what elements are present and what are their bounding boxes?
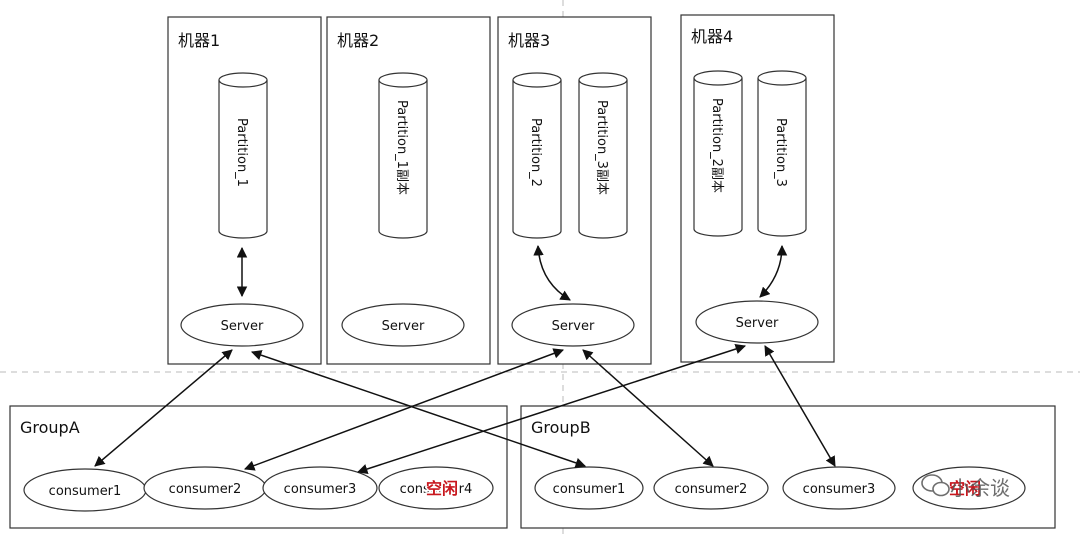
consumer-label: consumer3 [284,482,357,497]
machine-2: 机器2 Partition_1副本 Server [326,16,491,365]
partition-cylinder: Partition_3副本 [578,72,628,239]
partition-label: Partition_2副本 [709,98,724,193]
consumer-node-idle[interactable]: consumer4 空闲 [378,466,494,510]
watermark: 小余谈 [921,474,1010,500]
partition-label: Partition_1 [234,118,249,187]
consumer-node[interactable]: consumer1 [23,468,147,512]
wechat-icon [921,474,950,497]
group-title: GroupA [20,418,80,437]
consumer-node[interactable]: consumer3 [782,466,896,510]
server-node[interactable]: Server [180,303,304,347]
machine-4: 机器4 Partition_2副本 Partition_3 Server [680,14,835,363]
machine-title: 机器1 [178,31,220,50]
partition-server-link [533,244,571,301]
consumer-node-idle[interactable]: 空闲 [912,466,1026,510]
server-node[interactable]: Server [341,303,465,347]
machine-3: 机器3 Partition_2 Partition_3副本 Server [497,16,652,365]
consumer-node[interactable]: consumer1 [534,466,644,510]
machine-1: 机器1 Partition_1 Server [167,16,322,365]
watermark-text: 小余谈 [950,476,1010,500]
group-title: GroupB [531,418,591,437]
consumer-label: consumer4 [400,482,473,497]
consumer-link [94,349,233,467]
server-label: Server [552,319,595,334]
consumer-node[interactable]: consumer2 [143,466,267,510]
server-label: Server [221,319,264,334]
consumer-link [764,345,836,467]
consumer-label: consumer3 [803,482,876,497]
machine-title: 机器4 [691,27,733,46]
server-label: Server [736,316,779,331]
idle-badge: 空闲 [426,479,458,498]
group-a: GroupA consumer1 consumer2 consumer3 con… [9,405,508,529]
consumer-node[interactable]: consumer2 [653,466,769,510]
consumer-label: consumer1 [553,482,626,497]
consumer-node[interactable]: consumer3 [262,466,378,510]
machine-title: 机器3 [508,31,550,50]
partition-cylinder: Partition_2 [512,72,562,239]
partition-label: Partition_2 [528,118,543,187]
machine-title: 机器2 [337,31,379,50]
consumer-link [357,343,746,475]
partition-cylinder: Partition_1 [218,72,268,239]
group-b: GroupB consumer1 consumer2 consumer3 空闲 [520,405,1056,529]
partition-cylinder: Partition_3 [757,70,807,237]
server-label: Server [382,319,425,334]
server-node[interactable]: Server [695,300,819,344]
consumer-label: consumer1 [49,484,122,499]
partition-server-link [759,244,788,298]
partition-label: Partition_1副本 [394,100,409,195]
consumer-label: consumer2 [169,482,242,497]
consumer-label: consumer2 [675,482,748,497]
partition-cylinder: Partition_1副本 [378,72,428,239]
idle-badge: 空闲 [949,479,981,498]
partition-cylinder: Partition_2副本 [693,70,743,237]
partition-label: Partition_3副本 [594,100,609,195]
server-node[interactable]: Server [511,303,635,347]
partition-label: Partition_3 [773,118,788,187]
